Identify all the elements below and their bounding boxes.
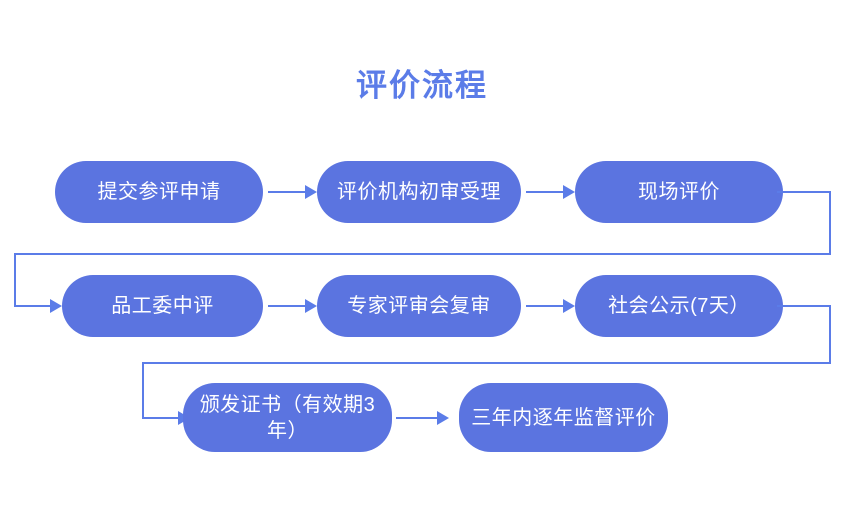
connector-n1-n2-line [268,191,311,193]
flow-node-submit-application[interactable]: 提交参评申请 [55,161,263,223]
flow-node-onsite-evaluation[interactable]: 现场评价 [575,161,783,223]
connector-n3-n4-segment-down [829,191,831,255]
connector-n4-n5-line [268,305,311,307]
connector-n4-n5-arrowhead [305,299,317,313]
page-title: 评价流程 [356,68,488,103]
connector-n7-n8-line [396,417,444,419]
connector-n7-n8-arrowhead [437,411,449,425]
connector-n3-n4-segment-down2 [14,253,16,307]
connector-n6-n7-segment-left [142,362,831,364]
connector-n6-n7-segment-down [829,305,831,364]
connector-n1-n2-arrowhead [305,185,317,199]
flow-node-agency-initial-review[interactable]: 评价机构初审受理 [317,161,521,223]
flow-node-label: 社会公示(7天） [608,295,750,317]
flow-node-label: 颁发证书（有效期3年） [199,393,376,442]
connector-n3-n4-segment-in [14,305,56,307]
connector-n3-n4-segment-right [777,191,831,193]
flow-node-annual-supervision[interactable]: 三年内逐年监督评价 [459,383,668,452]
flow-node-label: 专家评审会复审 [347,295,491,317]
connector-n6-n7-segment-down2 [142,362,144,418]
flow-node-label: 评价机构初审受理 [337,181,501,203]
flow-node-label: 三年内逐年监督评价 [471,406,656,429]
connector-n5-n6-line [526,305,569,307]
connector-n6-n7-segment-right [777,305,831,307]
connector-n3-n4-arrowhead [50,299,62,313]
connector-n2-n3-arrowhead [563,185,575,199]
flow-node-label: 提交参评申请 [97,181,221,203]
connector-n5-n6-arrowhead [563,299,575,313]
connector-n6-n7-segment-in [142,417,184,419]
flow-node-expert-panel-rereview[interactable]: 专家评审会复审 [317,275,521,337]
flow-node-public-notice[interactable]: 社会公示(7天） [575,275,783,337]
flow-node-committee-interim-review[interactable]: 品工委中评 [62,275,263,337]
flow-node-label: 品工委中评 [111,295,214,317]
connector-n2-n3-line [526,191,569,193]
flow-node-label: 现场评价 [638,181,720,203]
connector-n3-n4-segment-left [14,253,831,255]
flow-node-issue-certificate[interactable]: 颁发证书（有效期3年） [183,383,392,452]
